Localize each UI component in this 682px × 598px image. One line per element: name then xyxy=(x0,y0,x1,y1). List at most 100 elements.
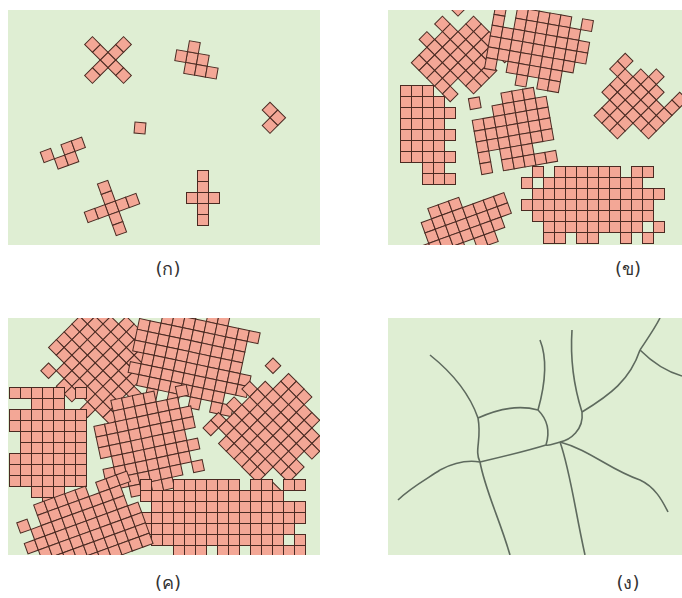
panel-ground xyxy=(8,318,320,555)
unit-cell xyxy=(139,533,153,547)
unit-cell xyxy=(401,130,412,141)
unit-cell xyxy=(10,388,21,399)
unit-cell xyxy=(32,443,43,454)
unit-cell xyxy=(423,174,434,185)
unit-cell xyxy=(203,420,219,436)
unit-cell xyxy=(273,535,284,546)
unit-cell xyxy=(423,141,434,152)
unit-cell xyxy=(182,417,195,430)
crystal xyxy=(124,318,263,419)
crystal xyxy=(89,384,206,501)
unit-cell xyxy=(643,211,654,222)
unit-cell xyxy=(434,97,445,108)
unit-cell xyxy=(621,200,632,211)
unit-cell xyxy=(205,66,218,79)
unit-cell xyxy=(152,524,163,535)
crystal xyxy=(483,10,594,97)
unit-cell xyxy=(32,399,43,410)
unit-cell xyxy=(141,480,152,491)
unit-cell xyxy=(10,421,21,432)
unit-cell xyxy=(284,502,295,513)
unit-cell xyxy=(218,513,229,524)
grains xyxy=(10,318,321,555)
unit-cell xyxy=(43,432,54,443)
unit-cell xyxy=(198,171,209,182)
unit-cell xyxy=(577,211,588,222)
unit-cell xyxy=(621,222,632,233)
unit-cell xyxy=(273,502,284,513)
unit-cell xyxy=(174,546,185,556)
unit-cell xyxy=(265,358,281,374)
unit-cell xyxy=(251,524,262,535)
unit-cell xyxy=(76,465,87,476)
unit-cell xyxy=(401,119,412,130)
unit-cell xyxy=(621,189,632,200)
unit-cell xyxy=(240,524,251,535)
unit-cell xyxy=(40,148,54,162)
unit-cell xyxy=(229,513,240,524)
unit-cell xyxy=(240,502,251,513)
crystal xyxy=(407,182,519,245)
unit-cell xyxy=(643,233,654,244)
unit-cell xyxy=(401,141,412,152)
unit-cell xyxy=(21,476,32,487)
unit-cell xyxy=(240,513,251,524)
crystal xyxy=(141,480,306,556)
unit-cell xyxy=(522,178,533,189)
unit-cell xyxy=(632,200,643,211)
unit-cell xyxy=(65,443,76,454)
unit-cell xyxy=(588,167,599,178)
unit-cell xyxy=(141,491,152,502)
unit-cell xyxy=(544,211,555,222)
unit-cell xyxy=(32,410,43,421)
unit-cell xyxy=(229,535,240,546)
unit-cell xyxy=(599,200,610,211)
unit-cell xyxy=(484,231,498,245)
unit-cell xyxy=(134,122,146,134)
unit-cell xyxy=(412,97,423,108)
unit-cell xyxy=(295,513,306,524)
unit-cell xyxy=(434,141,445,152)
unit-cell xyxy=(588,178,599,189)
unit-cell xyxy=(229,546,240,556)
unit-cell xyxy=(588,211,599,222)
unit-cell xyxy=(174,491,185,502)
unit-cell xyxy=(218,480,229,491)
unit-cell xyxy=(541,129,554,142)
unit-cell xyxy=(54,476,65,487)
unit-cell xyxy=(97,180,111,194)
grain-boundaries xyxy=(398,318,682,555)
unit-cell xyxy=(43,454,54,465)
unit-cell xyxy=(76,432,87,443)
unit-cell xyxy=(32,388,43,399)
crystal xyxy=(401,86,456,185)
unit-cell xyxy=(185,535,196,546)
unit-cell xyxy=(152,502,163,513)
unit-cell xyxy=(116,68,132,84)
unit-cell xyxy=(54,465,65,476)
unit-cell xyxy=(484,58,497,71)
unit-cell xyxy=(304,444,320,460)
crystal xyxy=(173,39,222,79)
unit-cell xyxy=(54,399,65,410)
unit-cell xyxy=(65,454,76,465)
unit-cell xyxy=(218,535,229,546)
unit-cell xyxy=(43,443,54,454)
unit-cell xyxy=(54,443,65,454)
unit-cell xyxy=(468,97,481,110)
unit-cell xyxy=(262,502,273,513)
crystal xyxy=(404,10,513,109)
unit-cell xyxy=(54,388,65,399)
unit-cell xyxy=(434,152,445,163)
unit-cell xyxy=(533,189,544,200)
unit-cell xyxy=(434,130,445,141)
unit-cell xyxy=(445,152,456,163)
unit-cell xyxy=(32,476,43,487)
unit-cell xyxy=(555,189,566,200)
unit-cell xyxy=(445,130,456,141)
unit-cell xyxy=(599,222,610,233)
unit-cell xyxy=(251,480,262,491)
unit-cell xyxy=(544,200,555,211)
unit-cell xyxy=(54,432,65,443)
crystal xyxy=(579,46,682,155)
